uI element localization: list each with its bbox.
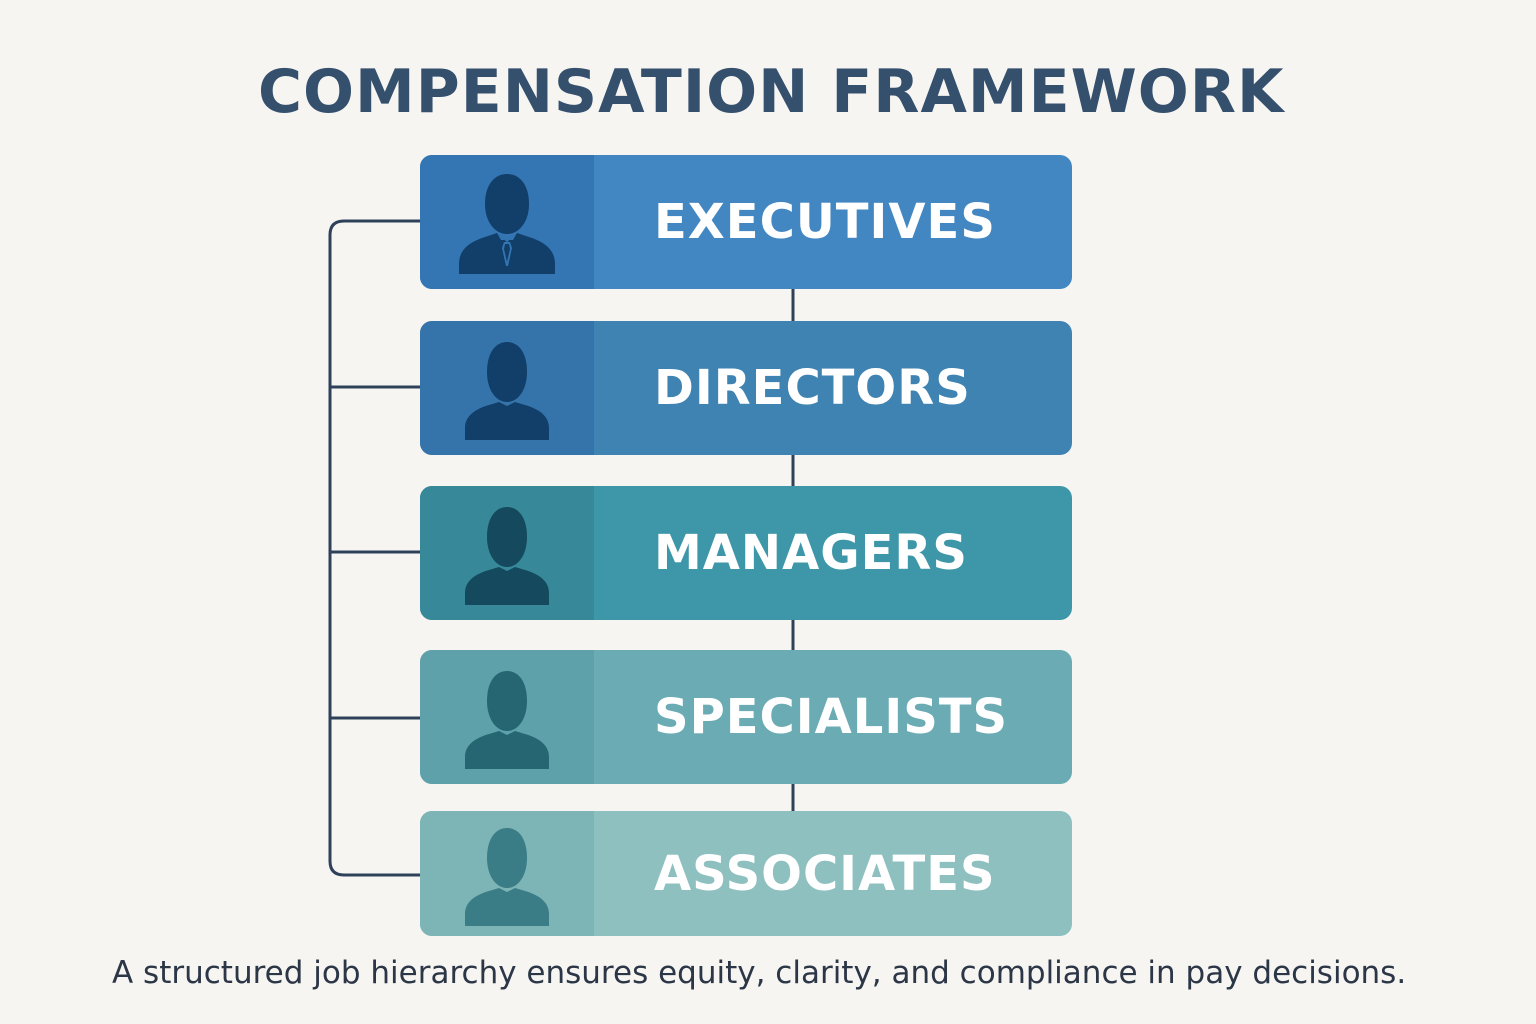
- caption: A structured job hierarchy ensures equit…: [112, 955, 1407, 991]
- person-icon: [457, 336, 557, 440]
- tier-executives: EXECUTIVES: [420, 155, 1072, 289]
- tier-icon-panel: [420, 811, 594, 936]
- tier-directors: DIRECTORS: [420, 321, 1072, 455]
- person-icon: [457, 665, 557, 769]
- page-title: COMPENSATION FRAMEWORK: [258, 57, 1285, 127]
- person-icon: [457, 501, 557, 605]
- tier-icon-panel: [420, 321, 594, 455]
- executive-person-icon: [457, 170, 557, 274]
- tier-label: ASSOCIATES: [654, 845, 996, 902]
- tier-label: MANAGERS: [654, 525, 968, 581]
- tier-icon-panel: [420, 650, 594, 784]
- person-icon: [457, 822, 557, 926]
- connector-lines: [328, 219, 795, 877]
- tier-label: SPECIALISTS: [654, 689, 1009, 745]
- tier-label: DIRECTORS: [654, 360, 971, 416]
- tier-associates: ASSOCIATES: [420, 811, 1072, 936]
- tier-label: EXECUTIVES: [654, 194, 996, 250]
- tier-icon-panel: [420, 155, 594, 289]
- tier-managers: MANAGERS: [420, 486, 1072, 620]
- bracket-line: [328, 219, 420, 877]
- tier-icon-panel: [420, 486, 594, 620]
- tier-specialists: SPECIALISTS: [420, 650, 1072, 784]
